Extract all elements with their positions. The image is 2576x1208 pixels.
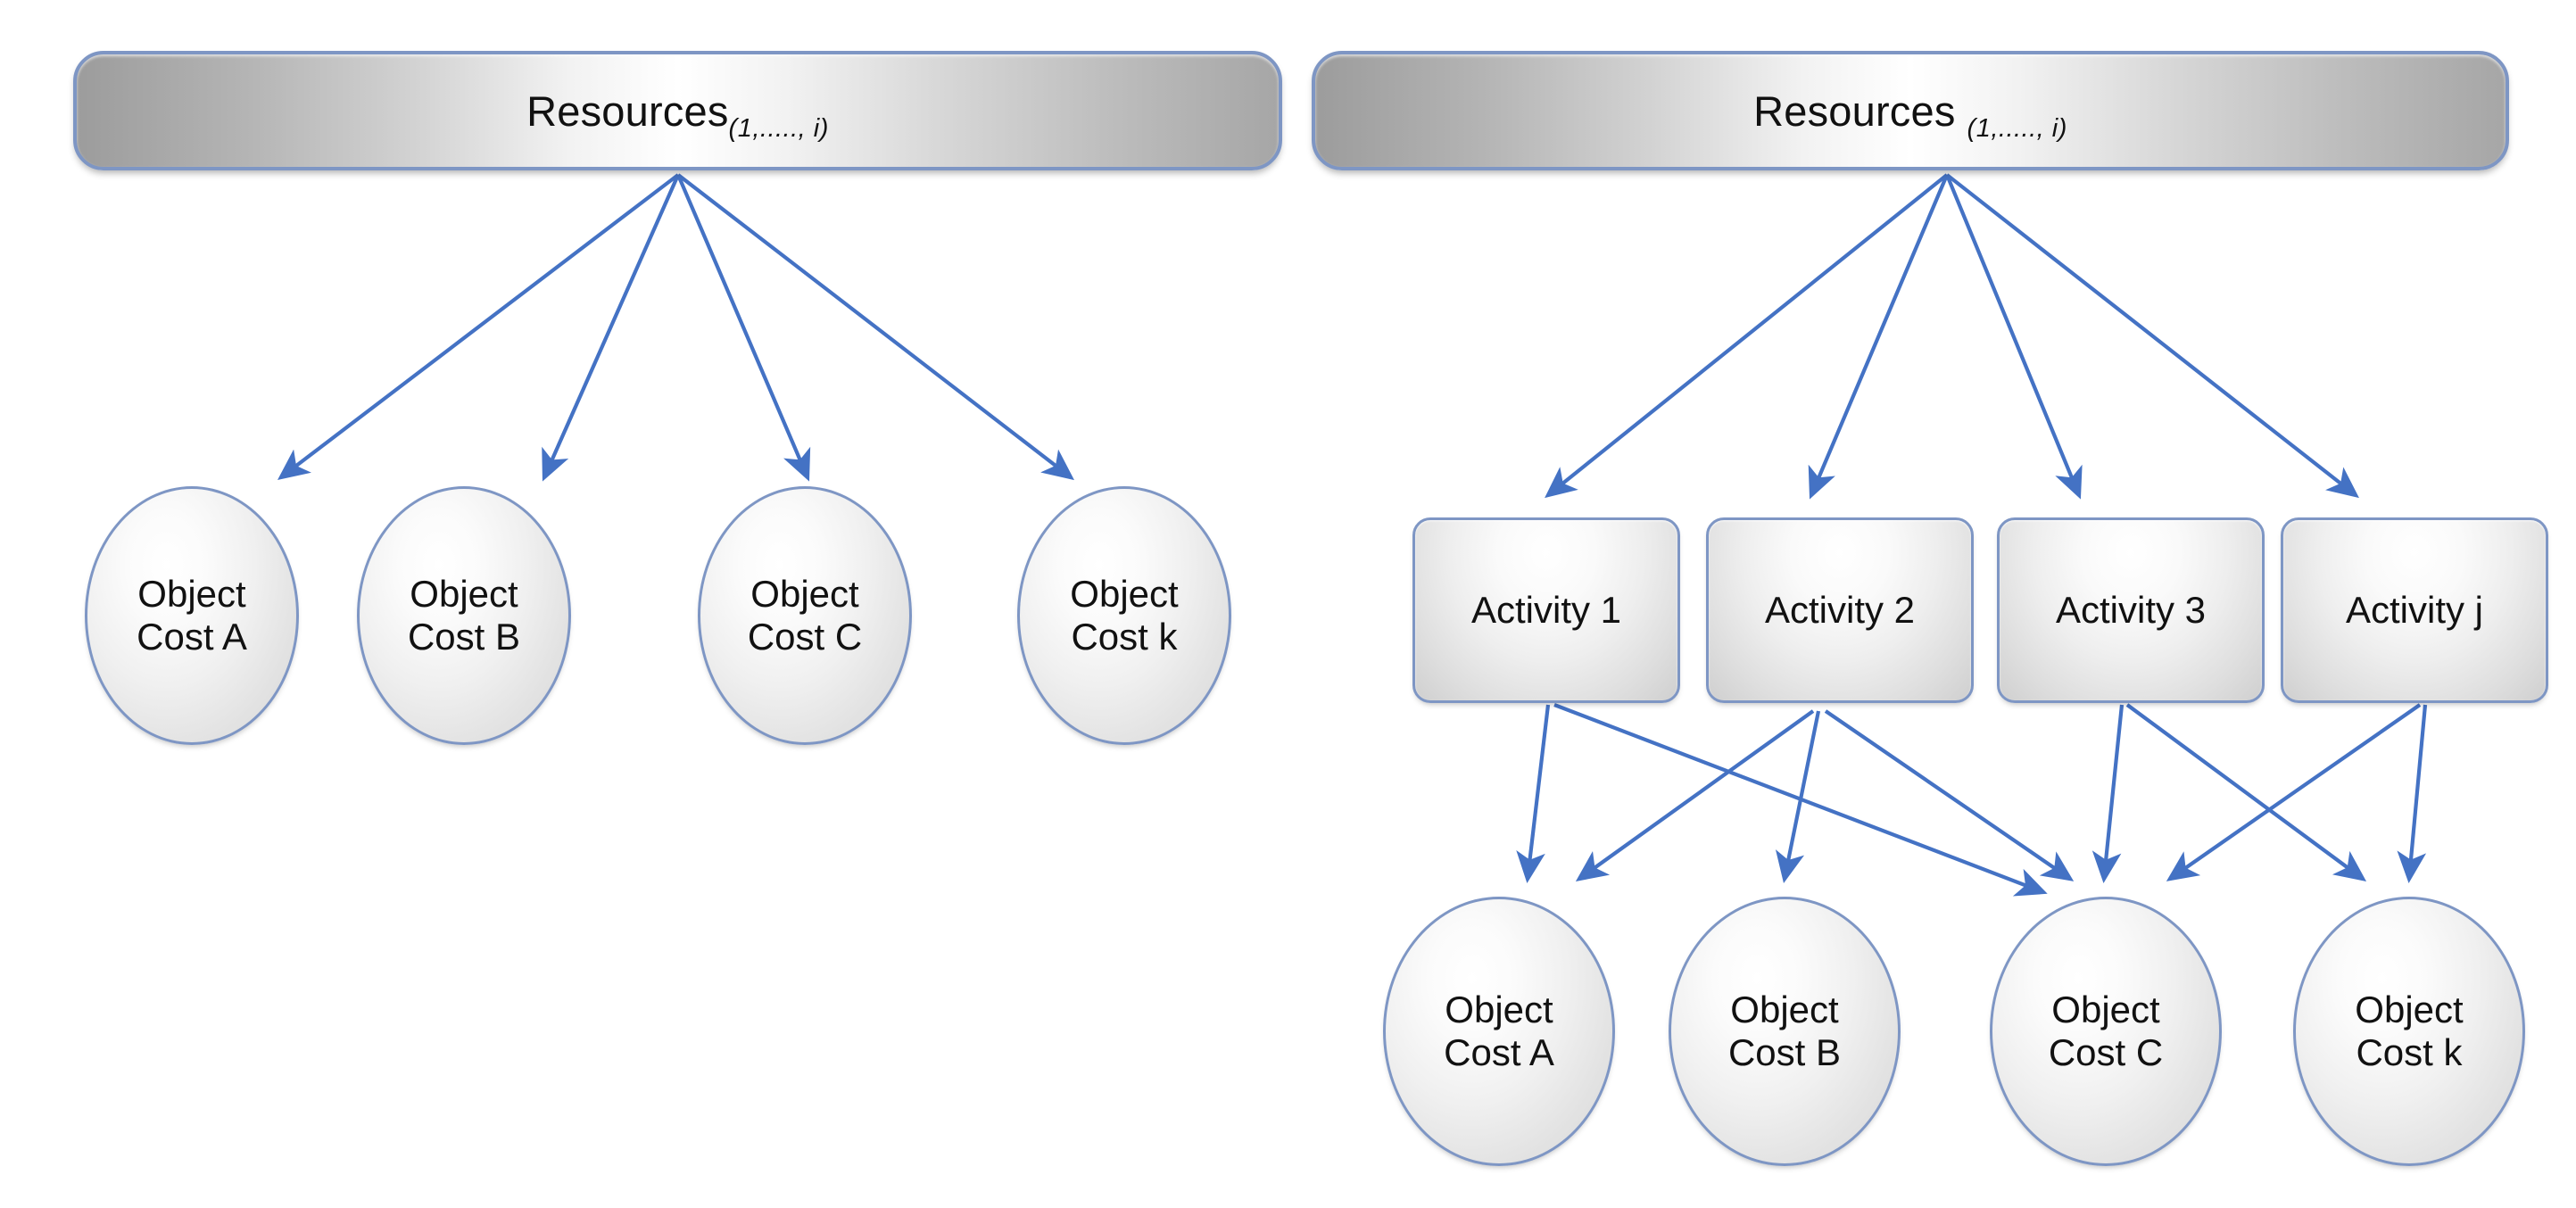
resources-banner-left-subscript: (1,....., i): [728, 113, 829, 143]
cost-object-node-b-left[interactable]: Object Cost B: [357, 486, 571, 745]
cost-object-label: Object Cost A: [1444, 989, 1554, 1073]
cost-object-label: Object Cost C: [747, 573, 863, 658]
activity-node-j[interactable]: Activity j: [2281, 517, 2548, 703]
right-resource-fan: [1545, 173, 2359, 500]
cost-object-label: Object Cost k: [2355, 989, 2464, 1073]
activity-label: Activity 3: [2055, 589, 2207, 631]
activity-label: Activity 2: [1764, 589, 1916, 631]
resources-banner-left-main: Resources: [526, 87, 729, 135]
resources-banner-left-label: Resources(1,....., i): [526, 87, 829, 143]
resources-banner-right[interactable]: Resources (1,....., i): [1312, 51, 2509, 170]
activity-label: Activity 1: [1470, 589, 1622, 631]
cost-object-label: Object Cost A: [137, 573, 247, 658]
cost-object-label: Object Cost k: [1070, 573, 1179, 658]
resources-banner-right-label: Resources (1,....., i): [1753, 87, 2067, 143]
left-resource-fan: [277, 173, 1074, 482]
cost-object-label: Object Cost B: [1727, 989, 1842, 1073]
cost-object-node-c-right[interactable]: Object Cost C: [1990, 897, 2222, 1166]
cost-object-node-k-right[interactable]: Object Cost k: [2293, 897, 2525, 1166]
resources-banner-right-main: Resources: [1753, 87, 1956, 135]
activity-node-1[interactable]: Activity 1: [1412, 517, 1680, 703]
cost-object-node-c-left[interactable]: Object Cost C: [698, 486, 912, 745]
activity-label: Activity j: [2345, 589, 2483, 631]
resources-banner-left[interactable]: Resources(1,....., i): [73, 51, 1282, 170]
resources-banner-right-subscript: (1,....., i): [1967, 113, 2067, 143]
cost-object-label: Object Cost B: [407, 573, 521, 658]
activity-node-3[interactable]: Activity 3: [1997, 517, 2265, 703]
cost-object-node-b-right[interactable]: Object Cost B: [1669, 897, 1901, 1166]
activity-node-2[interactable]: Activity 2: [1706, 517, 1974, 703]
cost-object-node-k-left[interactable]: Object Cost k: [1017, 486, 1231, 745]
cost-object-node-a-left[interactable]: Object Cost A: [85, 486, 299, 745]
cost-object-node-a-right[interactable]: Object Cost A: [1383, 897, 1615, 1166]
cost-object-label: Object Cost C: [2048, 989, 2164, 1073]
activity-to-cost-object-edges: [1516, 703, 2428, 897]
